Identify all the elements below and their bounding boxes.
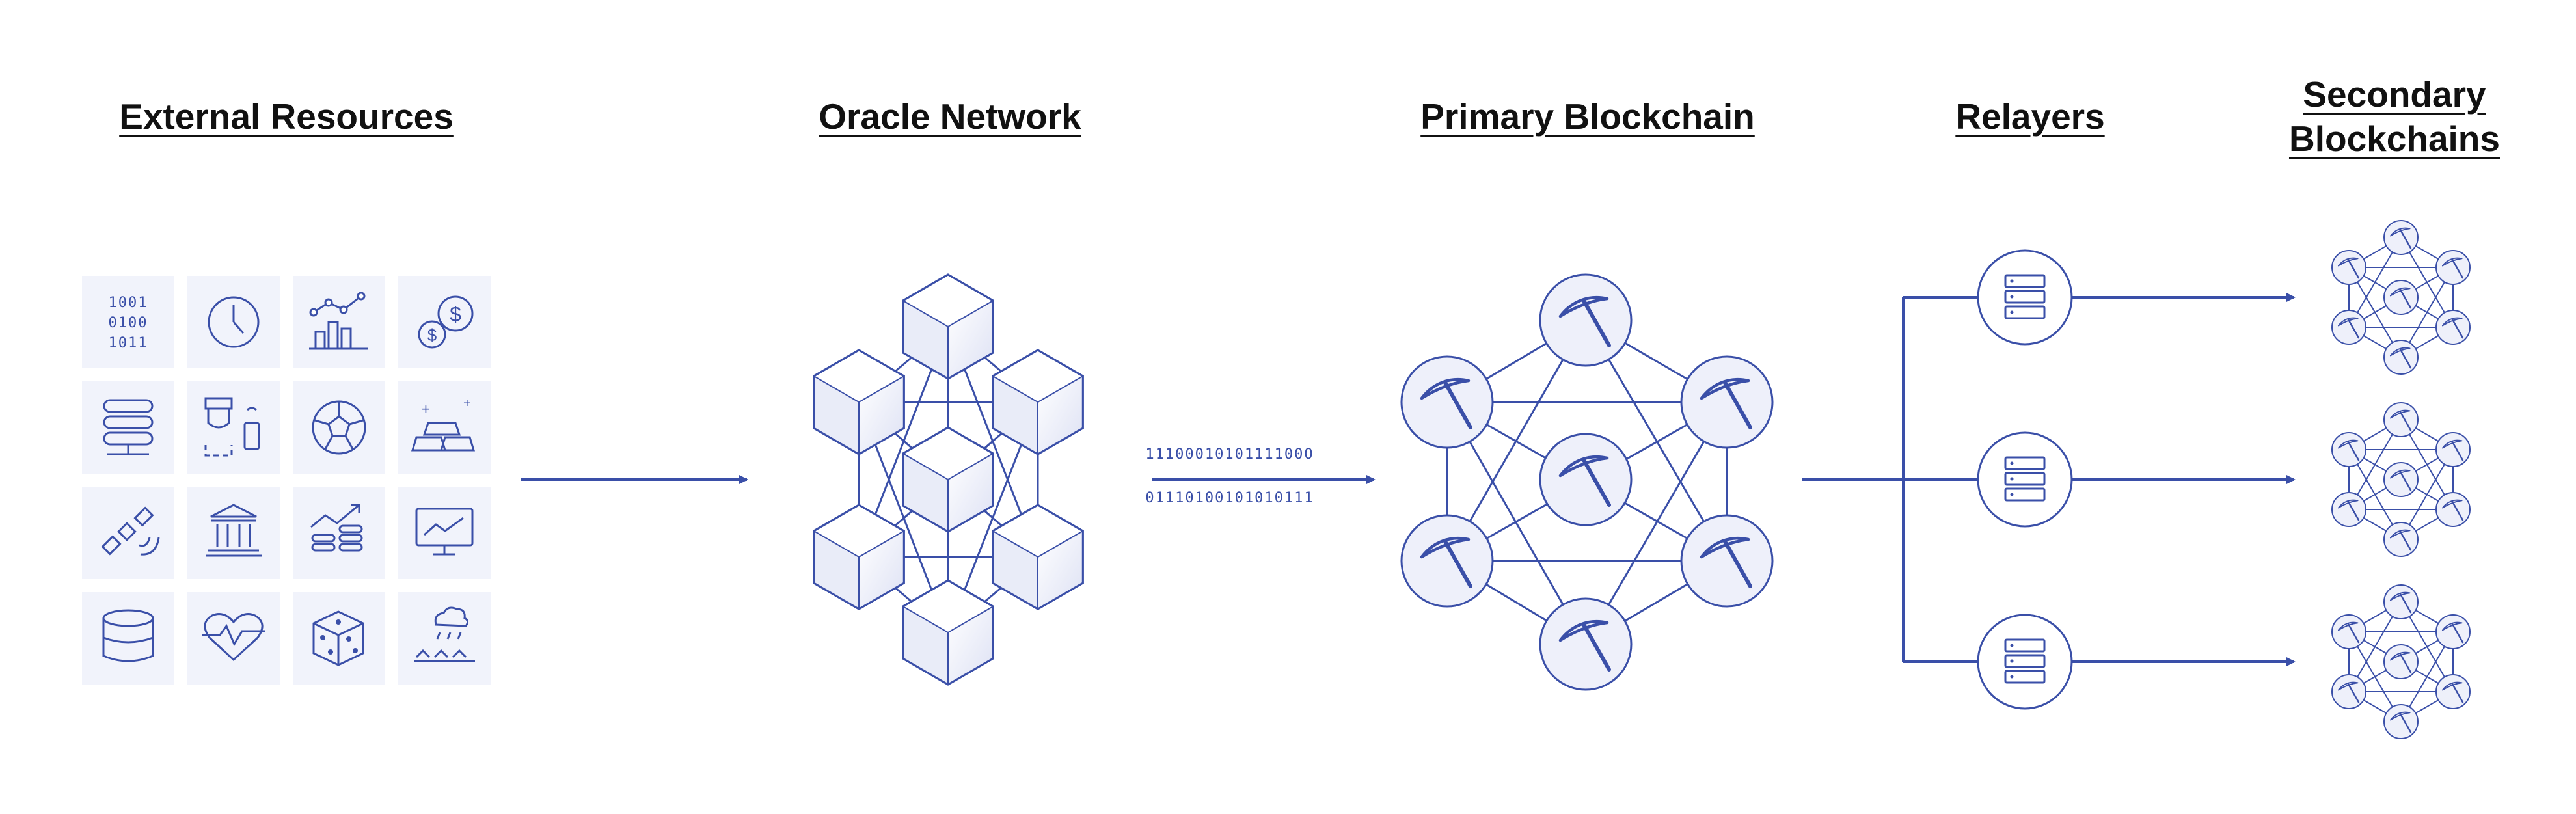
secondary-miner-node [2331,674,2366,709]
secondary-miner-node [2331,310,2366,345]
secondary-miner-node [2435,310,2471,345]
server-icon [82,381,174,474]
data-transfer-arrow: 1110001010111100O 01110100101010111 [1145,446,1376,506]
secondary-blockchain [2331,402,2471,557]
line-chart-icon [293,276,385,368]
clock-icon [187,276,280,368]
relayer-connectors [1802,296,1978,663]
svg-text:$: $ [450,303,461,326]
relayers-group [1977,249,2073,710]
svg-text:+: + [463,396,471,411]
secondary-miner-node [2383,522,2419,557]
oracle-node-cube [902,579,994,686]
secondary-miner-node [2435,432,2471,467]
secondary-blockchain [2331,584,2471,739]
oracle-node-cube [813,349,905,455]
svg-text:1001: 1001 [109,295,148,311]
external-resources-grid: 1001 0100 1011 $ $ [82,276,491,685]
secondary-miner-node [2331,432,2366,467]
dollar-coins-icon: $ $ [398,276,491,368]
binary-stream-top: 1110001010111100O [1145,446,1314,463]
secondary-miner-node [2435,492,2471,527]
secondary-miner-node [2383,340,2419,375]
heading-oracle-network: Oracle Network [819,96,1081,137]
relayer-node [1977,614,2073,710]
person-device-icon [187,381,280,474]
secondary-miner-node [2383,280,2419,315]
monitor-chart-icon [398,487,491,579]
heading-primary-blockchain: Primary Blockchain [1420,96,1755,137]
relayer-node [1977,249,2073,346]
oracle-network [813,273,1084,686]
svg-text:0100: 0100 [109,315,148,331]
oracle-node-cube [992,504,1084,610]
heading-external-resources: External Resources [119,96,454,137]
satellite-icon [82,487,174,579]
heading-secondary-blockchains-line1: Secondary [2303,74,2486,115]
miner-node [1400,514,1494,608]
primary-blockchain [1400,273,1774,691]
oracle-node-cube [992,349,1084,455]
svg-text:$: $ [427,325,437,345]
secondary-blockchains [2331,220,2471,739]
relayer-to-secondary-arrows [2072,293,2296,666]
secondary-miner-node [2435,614,2471,649]
secondary-miner-node [2435,250,2471,285]
miner-node [1539,433,1633,526]
secondary-miner-node [2383,584,2419,619]
secondary-miner-node [2435,674,2471,709]
secondary-miner-node [2383,704,2419,739]
oracle-node-cube [902,273,994,380]
heartbeat-icon [187,592,280,685]
secondary-miner-node [2331,250,2366,285]
secondary-miner-node [2331,492,2366,527]
database-icon [82,592,174,685]
relayer-node [1977,431,2073,528]
rain-cloud-icon [398,592,491,685]
svg-text:1011: 1011 [109,335,148,351]
secondary-miner-node [2331,614,2366,649]
soccer-ball-icon [293,381,385,474]
secondary-miner-node [2383,220,2419,255]
rising-stack-chart-icon [293,487,385,579]
svg-text:+: + [422,401,430,417]
gold-bars-icon: + + [398,381,491,474]
secondary-miner-node [2383,644,2419,679]
heading-secondary-blockchains-line2: Blockchains [2288,118,2500,159]
secondary-miner-node [2383,462,2419,497]
bank-icon [187,487,280,579]
miner-node [1680,355,1774,449]
miner-node [1400,355,1494,449]
secondary-blockchain [2331,220,2471,375]
heading-relayers: Relayers [1955,96,2105,137]
miner-node [1539,597,1633,691]
binary-stream-bottom: 01110100101010111 [1145,490,1314,506]
oracle-node-group [813,273,1084,686]
oracle-node-cube [902,426,994,533]
binary-data-icon: 1001 0100 1011 [82,276,174,368]
miner-node [1539,273,1633,367]
oracle-node-cube [813,504,905,610]
secondary-miner-node [2383,402,2419,437]
dice-icon [293,592,385,685]
miner-node [1680,514,1774,608]
